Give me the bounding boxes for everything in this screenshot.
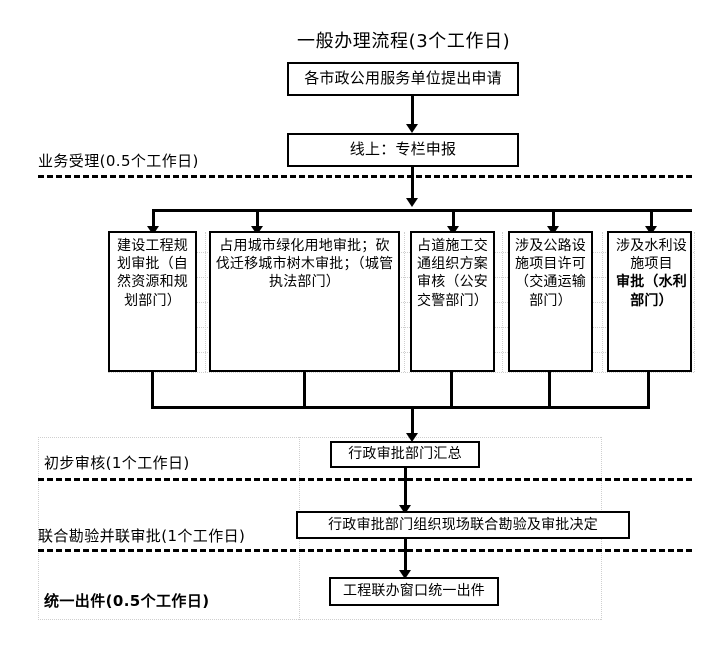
node-joint-survey-decision-label: 行政审批部门组织现场联合勘验及审批决定 (328, 516, 598, 533)
node-road-traffic-approval-label: 占道施工交通组织方案审核（公安交警部门） (417, 238, 488, 309)
merge-riser-1 (151, 372, 154, 409)
grid-line-horizontal (38, 437, 601, 438)
node-unified-issuance-label: 工程联办窗口统一出件 (343, 583, 485, 600)
node-greening-approval-label: 占用城市绿化用地审批；砍伐迁移城市树木审批；（城管执法部门） (215, 238, 394, 291)
arrowhead-apply-to-online (406, 124, 418, 133)
node-water-facility-approval-text: 涉及水利设施项目审批（水利部门） (609, 237, 690, 310)
connector-apply-to-online (411, 96, 414, 128)
arrowhead-branch-1 (147, 226, 159, 235)
node-planning-approval: 建设工程规划审批（自然资源和规划部门） (108, 231, 197, 372)
grid-line-vertical (694, 232, 695, 372)
merge-riser-5 (647, 372, 650, 409)
phase-label-joint-approval: 联合勘验并联审批(1个工作日) (38, 527, 246, 545)
grid-line-vertical (205, 232, 206, 372)
node-road-traffic-approval: 占道施工交通组织方案审核（公安交警部门） (410, 231, 495, 372)
phase-divider-initial-review (38, 478, 692, 481)
node-apply: 各市政公用服务单位提出申请 (287, 62, 519, 96)
node-highway-facility-approval-label: 涉及公路设施项目许可（交通运输部门） (515, 238, 586, 309)
connector-merge-to-summary (411, 406, 414, 438)
node-water-facility-approval: 涉及水利设施项目审批（水利部门） (607, 231, 692, 372)
node-joint-survey-decision: 行政审批部门组织现场联合勘验及审批决定 (296, 511, 630, 539)
connector-online-to-fanout (411, 167, 414, 203)
node-highway-facility-approval: 涉及公路设施项目许可（交通运输部门） (508, 231, 593, 372)
node-apply-label: 各市政公用服务单位提出申请 (304, 69, 502, 88)
node-planning-approval-label: 建设工程规划审批（自然资源和规划部门） (117, 238, 188, 309)
phase-divider-joint-approval (38, 549, 692, 552)
connector-summary-to-joint-survey (404, 468, 407, 509)
merge-bar (151, 406, 650, 409)
arrowhead-joint-survey-to-issue (399, 570, 411, 579)
arrowhead-branch-4 (547, 226, 559, 235)
node-online-declaration: 线上：专栏申报 (287, 133, 519, 167)
node-unified-issuance: 工程联办窗口统一出件 (329, 577, 499, 606)
grid-line-vertical (602, 232, 603, 372)
phase-divider-acceptance (38, 175, 692, 178)
node-online-declaration-label: 线上：专栏申报 (349, 140, 457, 159)
merge-riser-2 (303, 372, 306, 409)
fanout-bar (152, 209, 692, 212)
fanout-drop-5 (650, 209, 653, 231)
merge-riser-3 (450, 372, 453, 409)
phase-label-unified-issue: 统一出件(0.5个工作日) (44, 592, 210, 610)
connector-joint-survey-to-issue (404, 539, 407, 574)
node-administrative-summary: 行政审批部门汇总 (330, 441, 480, 468)
arrowhead-branch-3 (447, 226, 459, 235)
merge-riser-4 (548, 372, 551, 409)
node-water-facility-approval-bold-label: 审批（水利部门） (616, 274, 687, 309)
arrowhead-online-to-fanout (406, 198, 418, 207)
fanout-drop-2 (256, 209, 259, 231)
grid-line-vertical (404, 232, 405, 372)
phase-label-acceptance: 业务受理(0.5个工作日) (38, 152, 199, 170)
page-title: 一般办理流程(3个工作日) (297, 31, 511, 52)
fanout-drop-3 (452, 209, 455, 231)
grid-line-horizontal (38, 619, 601, 620)
grid-line-horizontal (108, 372, 694, 373)
arrowhead-branch-5 (645, 226, 657, 235)
arrowhead-summary-to-joint-survey (399, 505, 411, 514)
grid-line-vertical (502, 232, 503, 372)
node-greening-approval: 占用城市绿化用地审批；砍伐迁移城市树木审批；（城管执法部门） (209, 231, 400, 372)
arrowhead-branch-2 (251, 226, 263, 235)
node-water-facility-approval-label: 涉及水利设施项目 (616, 238, 687, 273)
fanout-drop-1 (152, 209, 155, 231)
fanout-drop-4 (552, 209, 555, 231)
phase-label-initial-review: 初步审核(1个工作日) (44, 454, 190, 472)
node-administrative-summary-label: 行政审批部门汇总 (348, 446, 462, 463)
